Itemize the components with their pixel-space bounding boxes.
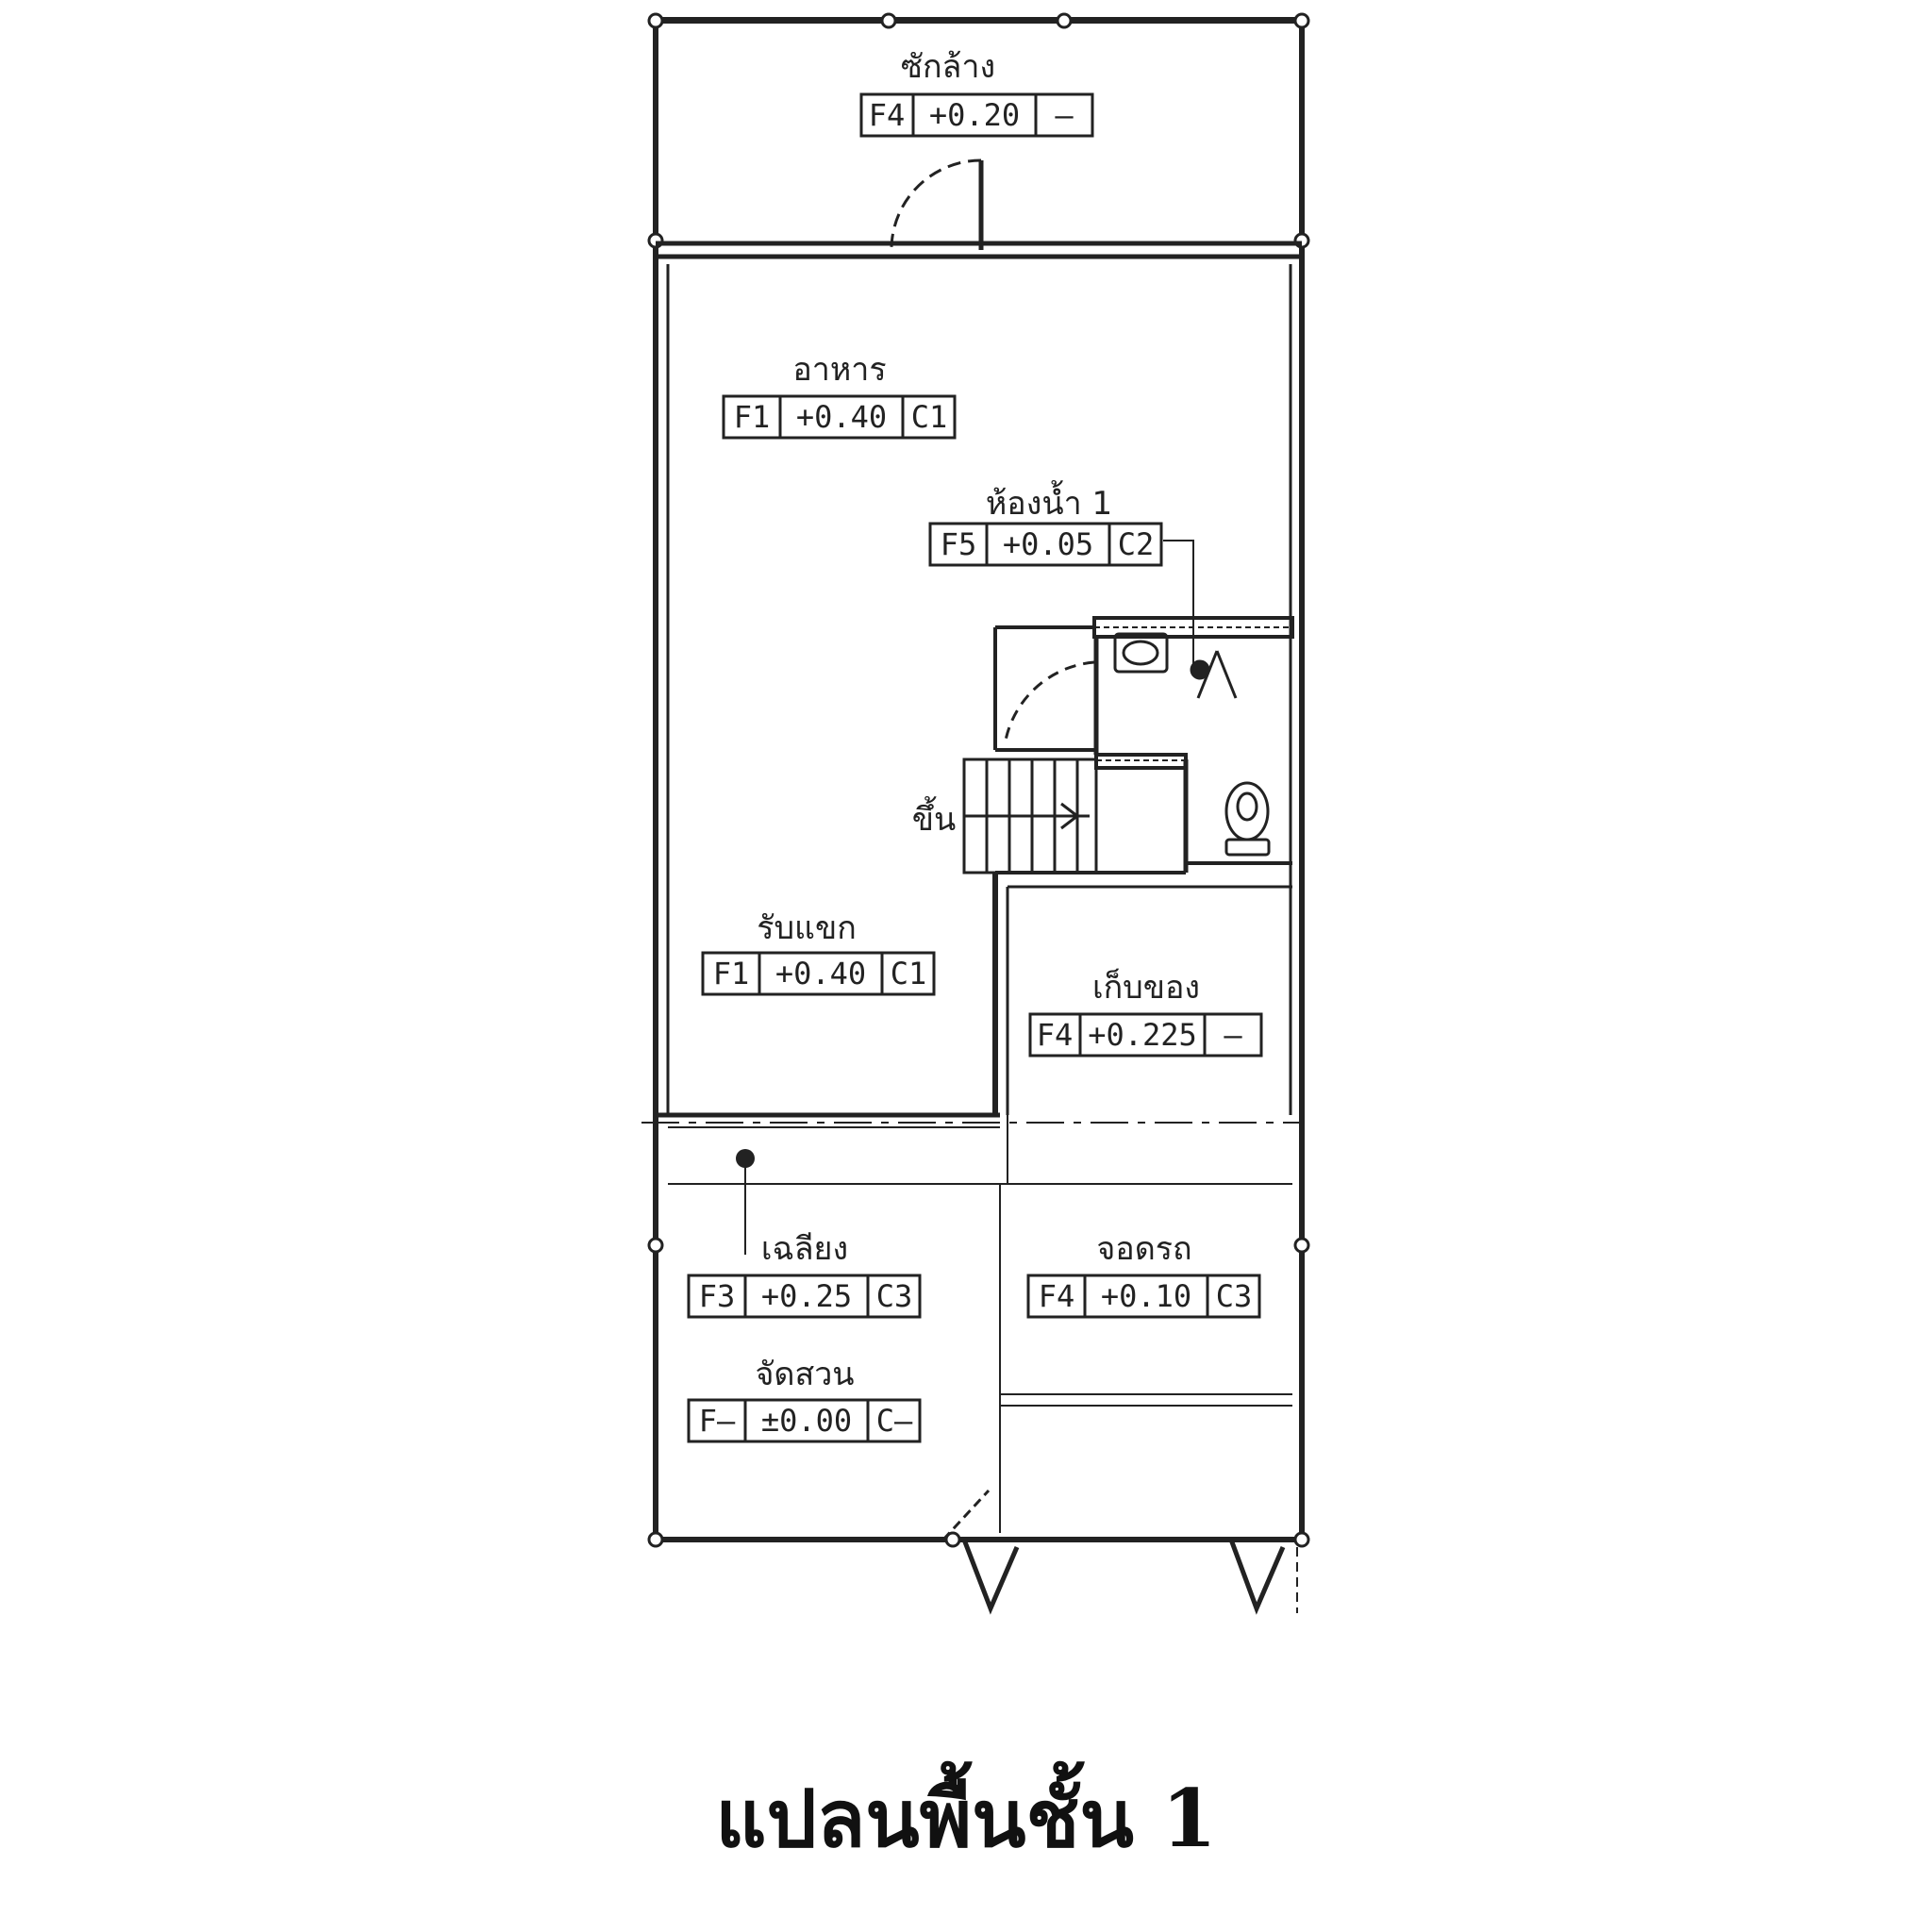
room-name: เฉลียง <box>761 1230 848 1268</box>
plan-caption: แปลนพื้นชั้น 1 <box>715 1772 1217 1865</box>
tag-level: +0.05 <box>1003 526 1093 562</box>
room-tag: F1 +0.40 C1 <box>701 951 936 996</box>
tag-floor: F4 <box>1037 1017 1074 1053</box>
room-parking: จอดรถ F4 +0.10 C3 <box>1026 1230 1261 1319</box>
tag-ceiling: C– <box>876 1403 913 1439</box>
tag-ceiling: C2 <box>1118 526 1155 562</box>
stair-label: ขึ้น <box>912 796 956 839</box>
bathroom-block <box>992 616 1294 1115</box>
tag-level: +0.25 <box>761 1278 852 1314</box>
sink-icon <box>1113 632 1169 674</box>
room-tag: F– ±0.00 C– <box>687 1398 922 1443</box>
tag-floor: F4 <box>1039 1278 1075 1314</box>
tag-floor: F1 <box>734 399 771 435</box>
door-swing-icon <box>890 158 982 248</box>
tag-level: +0.20 <box>929 97 1020 133</box>
room-storage: เก็บของ F4 +0.225 – <box>1028 968 1263 1058</box>
room-name: จอดรถ <box>1096 1230 1191 1268</box>
shower-icon <box>1190 650 1238 699</box>
outer-walls <box>653 17 1305 1542</box>
tag-ceiling: C3 <box>1216 1278 1253 1314</box>
column-markers <box>647 12 1310 1548</box>
tag-level: +0.225 <box>1088 1017 1197 1053</box>
room-name: ซักล้าง <box>901 48 995 86</box>
tag-level: +0.40 <box>796 399 887 435</box>
laundry-wall <box>656 160 1302 259</box>
tag-ceiling: C1 <box>911 399 948 435</box>
room-laundry: ซักล้าง F4 +0.20 – <box>859 48 1094 138</box>
tag-ceiling: – <box>1224 1017 1242 1053</box>
tag-floor: F5 <box>941 526 977 562</box>
room-dining: อาหาร F1 +0.40 C1 <box>722 351 957 440</box>
room-name: ห้องน้ำ 1 <box>986 480 1112 523</box>
toilet-icon <box>1224 781 1271 857</box>
tag-floor: F1 <box>713 956 750 991</box>
room-name: อาหาร <box>792 351 886 389</box>
tag-floor: F4 <box>869 97 906 133</box>
tag-floor: F– <box>699 1403 736 1439</box>
room-terrace: เฉลียง F3 +0.25 C3 <box>687 1230 922 1319</box>
tag-level: +0.40 <box>775 956 866 991</box>
tag-level: ±0.00 <box>761 1403 852 1439</box>
door-swing-icon <box>1003 660 1095 746</box>
bath-leader <box>1163 540 1194 665</box>
stair-icon <box>962 758 1098 874</box>
tag-ceiling: – <box>1055 97 1074 133</box>
room-name: เก็บของ <box>1092 968 1200 1007</box>
tag-ceiling: C1 <box>891 956 927 991</box>
lower-walls <box>641 1112 1302 1533</box>
room-tag: F5 +0.05 C2 <box>928 522 1163 567</box>
room-bath1: ห้องน้ำ 1 F5 +0.05 C2 <box>928 480 1163 567</box>
room-tag: F4 +0.10 C3 <box>1026 1274 1261 1319</box>
tag-level: +0.10 <box>1101 1278 1191 1314</box>
room-name: จัดสวน <box>755 1356 854 1393</box>
tag-ceiling: C3 <box>876 1278 913 1314</box>
room-tag: F4 +0.225 – <box>1028 1012 1263 1058</box>
room-tag: F1 +0.40 C1 <box>722 394 957 440</box>
room-garden: จัดสวน F– ±0.00 C– <box>687 1356 922 1443</box>
room-tag: F4 +0.20 – <box>859 92 1094 138</box>
tag-floor: F3 <box>699 1278 736 1314</box>
door-swing-icon <box>941 1489 991 1541</box>
gate-icon <box>961 1539 1298 1615</box>
room-living: รับแขก F1 +0.40 C1 <box>701 909 936 996</box>
room-tag: F3 +0.25 C3 <box>687 1274 922 1319</box>
room-name: รับแขก <box>757 909 857 947</box>
